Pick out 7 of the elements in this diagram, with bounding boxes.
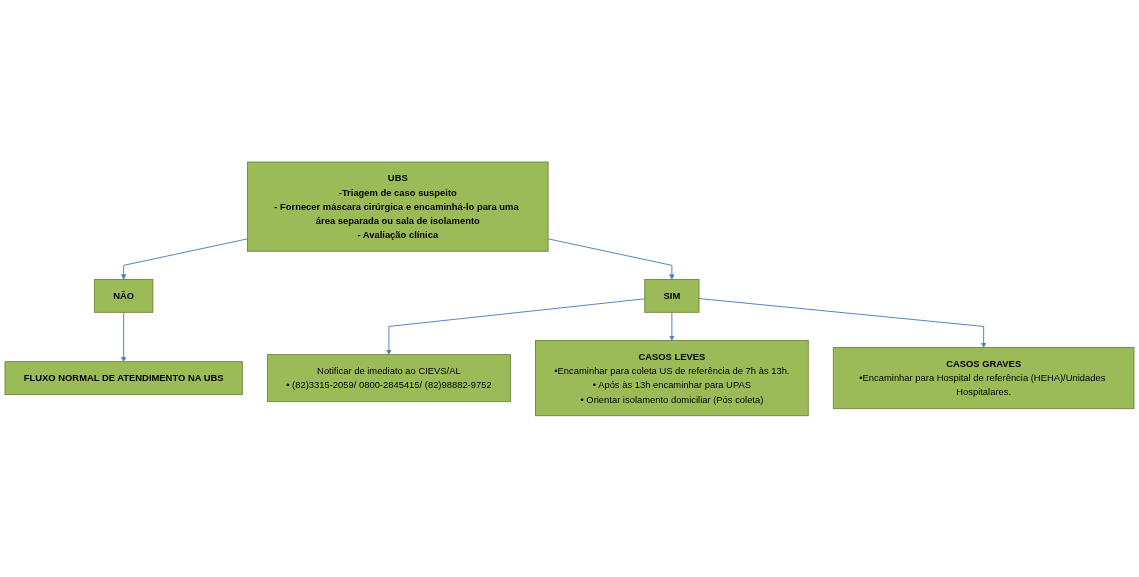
node-box: FLUXO NORMAL DE ATENDIMENTO NA UBS bbox=[4, 360, 243, 395]
node-box: Notificar de imediato ao CIEVS/AL • (82)3315-2059/ 0800-2845415/ (82)98882-9752 bbox=[266, 353, 511, 402]
node-box: SIM bbox=[644, 278, 700, 313]
node-box: CASOS LEVES •Encaminhar para coleta US de referência de 7h às 13h. • Após às 13h encaminhar para UPAS • Orientar isolamento domiciliar (Pós coleta) bbox=[535, 339, 809, 416]
node-box: NÃO bbox=[93, 278, 154, 313]
node-box: UBS -Triagem de caso suspeito - Fornecer máscara cirúrgica e encaminhá-lo para uma área separada ou sala de isolamento - Avaliação clínica bbox=[247, 161, 549, 252]
node-box: CASOS GRAVES •Encaminhar para Hospital de referência (HEHA)/Unidades Hospitalares. bbox=[832, 346, 1135, 409]
